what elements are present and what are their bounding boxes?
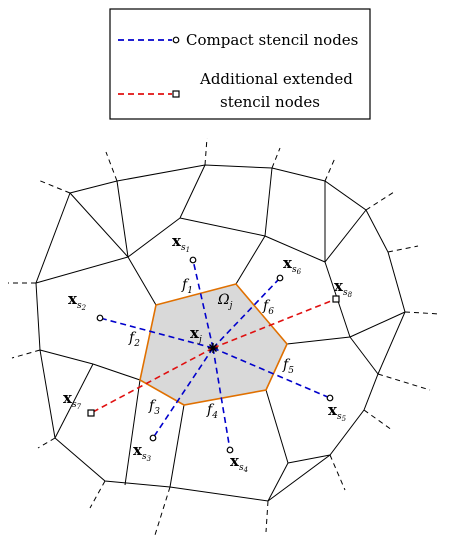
mesh-edge <box>69 192 129 258</box>
mesh-edge <box>124 379 141 486</box>
face-label-f1: f1 <box>181 277 193 296</box>
mesh-stub <box>324 157 336 182</box>
mesh-edge <box>287 454 331 464</box>
node-label-s7: xs7 <box>63 389 82 411</box>
mesh <box>35 164 406 502</box>
face-label-f4: f4 <box>206 402 218 421</box>
mesh-edge <box>179 164 206 219</box>
legend-box <box>109 8 371 120</box>
mesh-stub <box>37 437 56 449</box>
mesh-edge <box>324 209 367 263</box>
node-marker-s5 <box>326 394 334 402</box>
mesh-stub <box>105 151 118 182</box>
legend-extended-marker <box>172 90 180 98</box>
mesh-stub <box>387 245 419 253</box>
legend-compact-marker <box>172 36 180 44</box>
legend-extended-label-line1: Additional extended <box>199 70 353 88</box>
mesh-edge <box>349 336 379 375</box>
mesh-edge <box>235 235 266 285</box>
mesh-outer-boundary <box>35 164 406 502</box>
mesh-edge <box>116 180 129 258</box>
extended-stencil-lines <box>90 298 337 414</box>
mesh-edge <box>349 311 406 338</box>
omega-label: Ωj <box>217 292 233 311</box>
face-label-f3: f3 <box>148 398 160 417</box>
node-marker-s7 <box>87 409 95 417</box>
stencil-line-s8 <box>212 298 337 349</box>
mesh-stub <box>154 486 171 536</box>
mesh-stub <box>377 373 431 391</box>
node-marker-s3 <box>149 434 157 442</box>
center-point <box>208 343 218 353</box>
stencil-line-s5 <box>212 347 331 399</box>
mesh-stub <box>11 349 41 359</box>
stencil-line-s3 <box>152 347 214 439</box>
legend-extended-label-line2: stencil nodes <box>220 93 320 111</box>
mesh-edge <box>264 235 326 263</box>
face-label-f5: f5 <box>282 357 294 376</box>
node-label-s5: xs5 <box>328 401 347 423</box>
mesh-stub <box>89 480 106 509</box>
center-label: xj <box>190 324 202 345</box>
node-label-s6: xs6 <box>283 254 302 276</box>
mesh-stub <box>365 191 395 211</box>
node-label-s3: xs3 <box>133 441 152 463</box>
node-marker-s2 <box>96 314 104 322</box>
mesh-stub <box>404 311 441 315</box>
mesh-edge <box>54 363 94 439</box>
node-label-s8: xs8 <box>334 277 353 299</box>
node-marker-s1 <box>189 256 197 264</box>
mesh-stub <box>204 137 208 166</box>
mesh-stub <box>363 409 393 431</box>
node-label-s4: xs4 <box>230 452 248 474</box>
node-marker-s6 <box>276 274 284 282</box>
mesh-edge <box>92 363 141 381</box>
mesh-edge <box>169 404 185 488</box>
mesh-edge <box>267 462 289 502</box>
mesh-edge <box>35 256 129 284</box>
mesh-stub <box>37 179 71 194</box>
stencil-line-s1 <box>192 259 214 349</box>
mesh-edge <box>127 217 181 258</box>
legend: Compact stencil nodes Additional extende… <box>109 8 371 120</box>
compact-stencil-lines <box>99 259 331 451</box>
node-marker-s8 <box>332 295 340 303</box>
face-label-f2: f2 <box>128 330 140 349</box>
mesh-stub <box>271 147 281 169</box>
node-markers <box>87 256 340 454</box>
center-star-stroke <box>209 344 217 352</box>
mesh-stubs <box>8 137 441 536</box>
face-label-f6: f6 <box>262 298 274 317</box>
mesh-edge <box>39 349 94 365</box>
stencil-line-s6 <box>212 277 281 349</box>
node-label-s1: xs1 <box>172 232 190 254</box>
mesh-stub <box>329 454 346 491</box>
stencil-line-s7 <box>90 347 214 414</box>
mesh-stub <box>265 500 269 533</box>
mesh-edge <box>265 389 289 464</box>
mesh-edge <box>264 167 273 237</box>
stencil-line-s4 <box>212 347 231 451</box>
mesh-edge <box>179 217 266 237</box>
node-label-s2: xs2 <box>68 290 87 312</box>
node-marker-s4 <box>226 446 234 454</box>
mesh-edge <box>127 256 157 306</box>
mesh-edge <box>286 336 351 345</box>
legend-compact-label: Compact stencil nodes <box>186 31 358 49</box>
